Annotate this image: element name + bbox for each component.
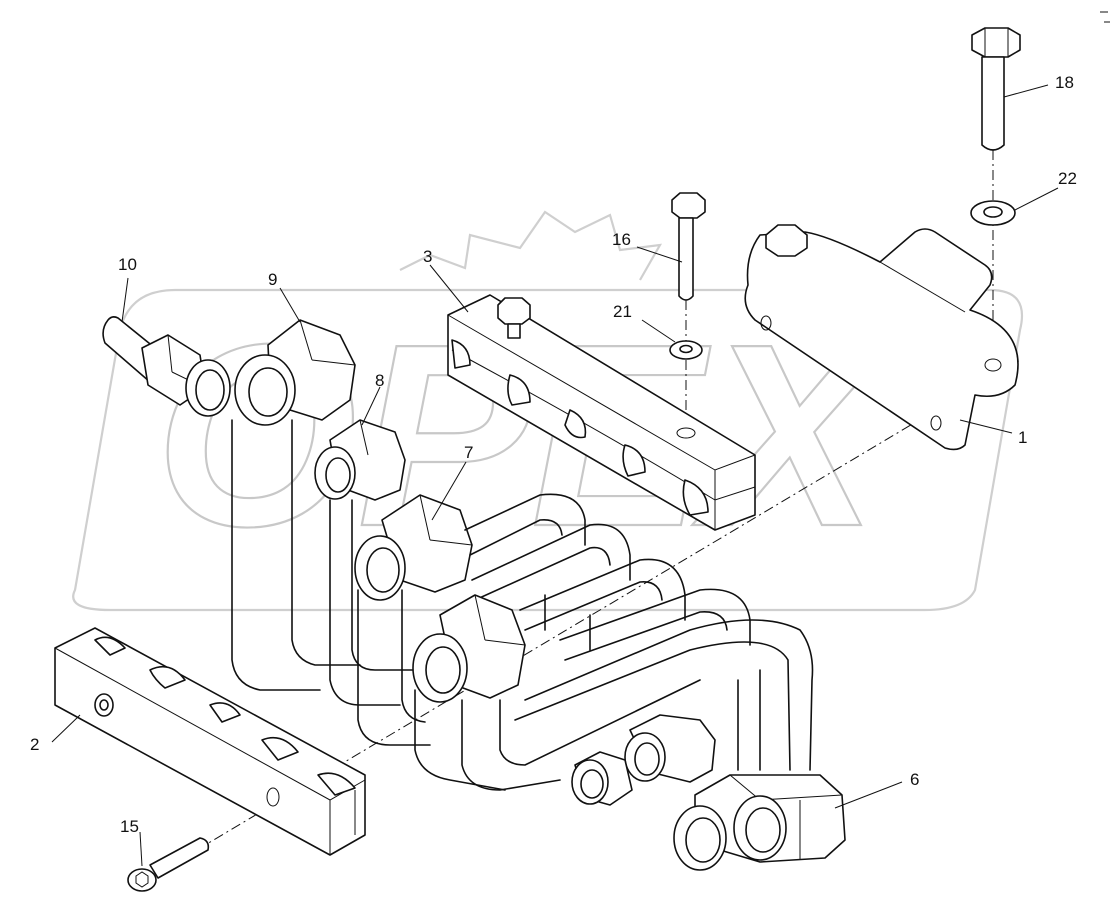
bracket-1 — [744, 224, 1019, 451]
label-part-16: 16 — [612, 230, 631, 249]
label-part-10: 10 — [118, 255, 137, 274]
label-part-9: 9 — [268, 270, 277, 289]
manifold-block-6 — [673, 774, 846, 871]
label-part-7: 7 — [464, 443, 473, 462]
label-part-3: 3 — [423, 247, 432, 266]
bolt-18 — [971, 27, 1021, 151]
label-part-21: 21 — [613, 302, 632, 321]
elbow-pipe-main — [412, 594, 814, 791]
elbow-pipe-9 — [231, 319, 361, 691]
label-part-1: 1 — [1018, 428, 1027, 447]
pipe-loops — [471, 523, 751, 661]
label-part-2: 2 — [30, 735, 39, 754]
adapter-fitting-10 — [102, 316, 231, 417]
clamp-block-3 — [447, 294, 756, 531]
washer-22 — [970, 200, 1016, 226]
part-labels: 1 2 3 6 7 8 9 10 15 16 18 21 22 — [30, 73, 1077, 836]
label-part-15: 15 — [120, 817, 139, 836]
label-part-18: 18 — [1055, 73, 1074, 92]
bolt-16 — [671, 192, 706, 301]
corner-mark — [1100, 11, 1110, 23]
leader-lines — [51, 84, 1059, 867]
label-part-6: 6 — [910, 770, 919, 789]
manifold-fittings — [571, 714, 716, 806]
elbow-pipe-7 — [354, 493, 586, 746]
washer-21 — [669, 340, 703, 360]
label-part-8: 8 — [375, 371, 384, 390]
clamp-block-2 — [54, 627, 366, 856]
label-part-22: 22 — [1058, 169, 1077, 188]
elbow-pipe-8 — [314, 419, 421, 706]
screw-15 — [127, 837, 210, 892]
